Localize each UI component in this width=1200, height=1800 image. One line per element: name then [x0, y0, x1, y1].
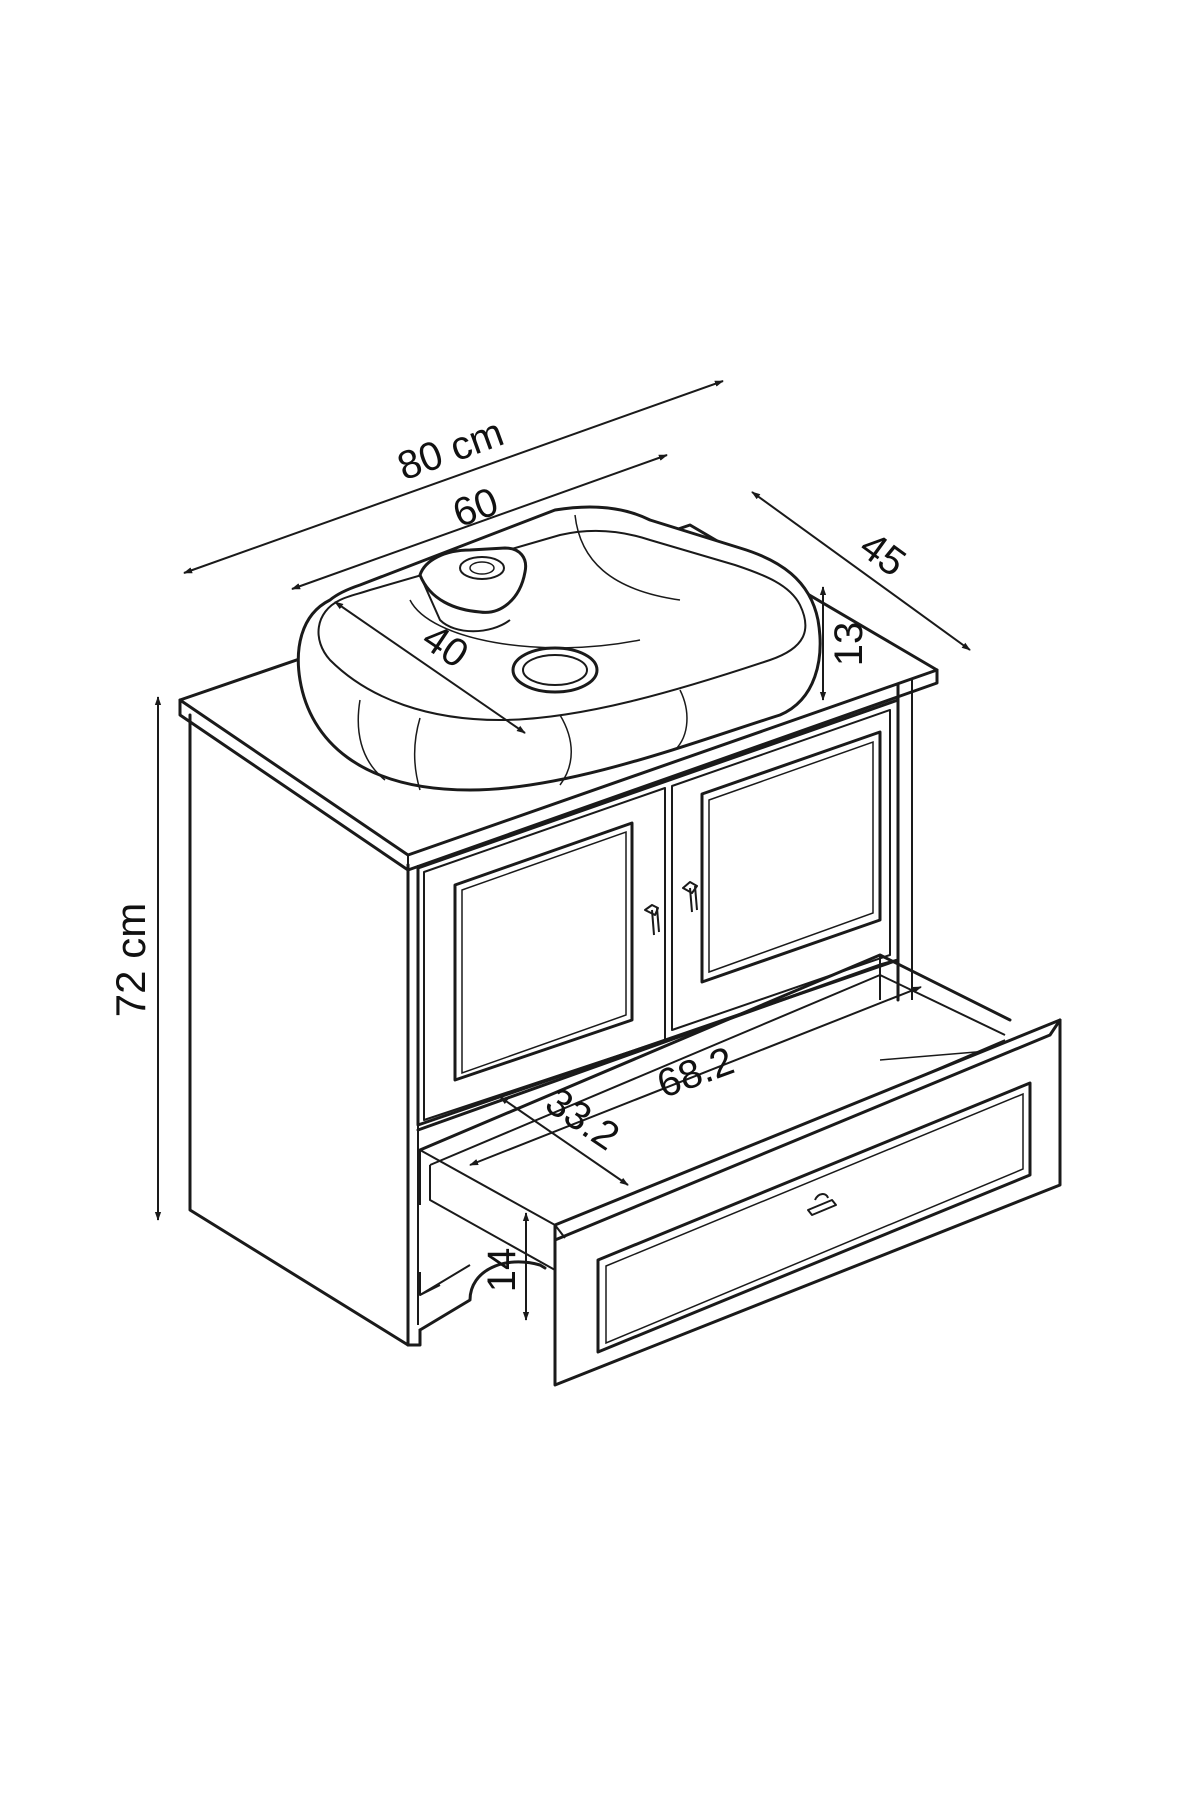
depth-dimension-line: [751, 491, 971, 651]
right-door: [671, 709, 891, 1031]
drawer-front: [553, 1018, 1062, 1387]
right-door-panel: [700, 730, 882, 984]
basin-length-label: 60: [447, 480, 504, 537]
drawer-opening: [416, 958, 900, 1132]
drain-icon: [511, 646, 599, 694]
cabinet-plinth: [418, 1260, 547, 1332]
drawer-width-label: 68.2: [651, 1039, 739, 1107]
pulled-out-drawer: [416, 953, 1062, 1387]
vessel-basin: [296, 505, 822, 792]
basin-length-dimension-line: [291, 454, 668, 590]
drawer-height-label: 14: [480, 1248, 524, 1293]
drawer-depth-label: 33.2: [538, 1079, 627, 1159]
cabinet-front-panel: [406, 863, 422, 1347]
basin-height-label: 13: [827, 622, 871, 667]
left-door-handle-icon: [644, 904, 660, 936]
basin-width-dimension-line: [334, 601, 526, 734]
drawer-handle-icon: [807, 1193, 837, 1216]
depth-label: 45: [852, 524, 914, 586]
dimension-lines: [154, 380, 971, 1321]
right-door-handle-icon: [682, 881, 698, 913]
drawer-depth-dimension-line: [499, 1096, 629, 1186]
overall-height-label: 72 cm: [107, 903, 154, 1017]
